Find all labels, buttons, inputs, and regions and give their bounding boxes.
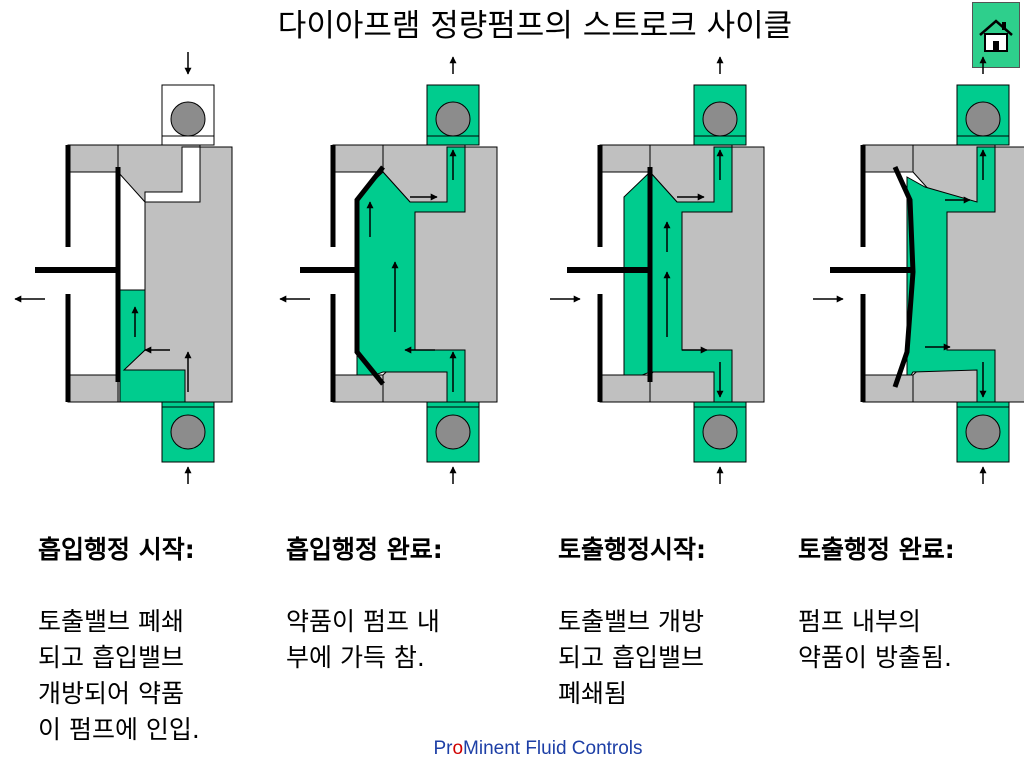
footer-brand: ProMinent Fluid Controls [0,738,1024,760]
stage-4-description: 펌프 내부의 약품이 방출됨. [798,607,952,672]
discharge-valve-ball [702,101,738,137]
stage-4-heading: 토출행정 완료: [798,535,955,564]
stage-4-caption: 토출행정 완료: 펌프 내부의 약품이 방출됨. [798,496,955,676]
stage-2-heading: 흡입행정 완료: [286,535,443,564]
discharge-valve-ball [170,101,206,137]
suction-valve-ball [170,414,206,450]
footer-brand-post: Minent Fluid Controls [463,738,643,759]
pump-head-body [117,144,233,403]
casing-bottom-block [67,374,119,403]
suction-valve-ball [435,414,471,450]
stage-3-description: 토출밸브 개방 되고 흡입밸브 폐쇄됨 [558,607,704,708]
stage-1-suction-start [14,52,233,484]
stage-2-caption: 흡입행정 완료: 약품이 펌프 내 부에 가득 참. [286,496,443,676]
casing-bottom-block [332,374,384,403]
casing-top-block [599,144,651,173]
suction-valve-ball [965,414,1001,450]
footer-brand-accent: o [452,738,464,759]
suction-valve-ball [702,414,738,450]
stroke-cycle-diagram [14,52,1024,484]
casing-top-block [67,144,119,173]
discharge-valve-ball [435,101,471,137]
casing-top-block [862,144,914,173]
chamber-fluid [356,146,466,403]
diaphragm [354,165,385,386]
stage-3-caption: 토출행정시작: 토출밸브 개방 되고 흡입밸브 폐쇄됨 [558,496,706,712]
stage-1-description: 토출밸브 폐쇄 되고 흡입밸브 개방되어 약품 이 펌프에 인입. [38,607,200,744]
stage-1-caption: 흡입행정 시작: 토출밸브 폐쇄 되고 흡입밸브 개방되어 약품 이 펌프에 인… [38,496,200,748]
stage-2-description: 약품이 펌프 내 부에 가득 참. [286,607,440,672]
casing-bottom-block [862,374,914,403]
discharge-valve-ball [965,101,1001,137]
casing-bottom-block [599,374,651,403]
stage-2-suction-complete [279,56,498,484]
stage-3-discharge-start [550,56,765,484]
footer-brand-pre: Pr [433,738,453,759]
chamber-empty-passage [144,146,201,203]
stage-1-heading: 흡입행정 시작: [38,535,195,564]
casing-top-block [332,144,384,173]
home-icon [979,19,1013,52]
page-title: 다이아프램 정량펌프의 스트로크 사이클 [277,8,793,44]
stage-4-discharge-complete [813,56,1024,484]
stage-3-heading: 토출행정시작: [558,535,706,564]
chamber-fluid [119,289,186,403]
